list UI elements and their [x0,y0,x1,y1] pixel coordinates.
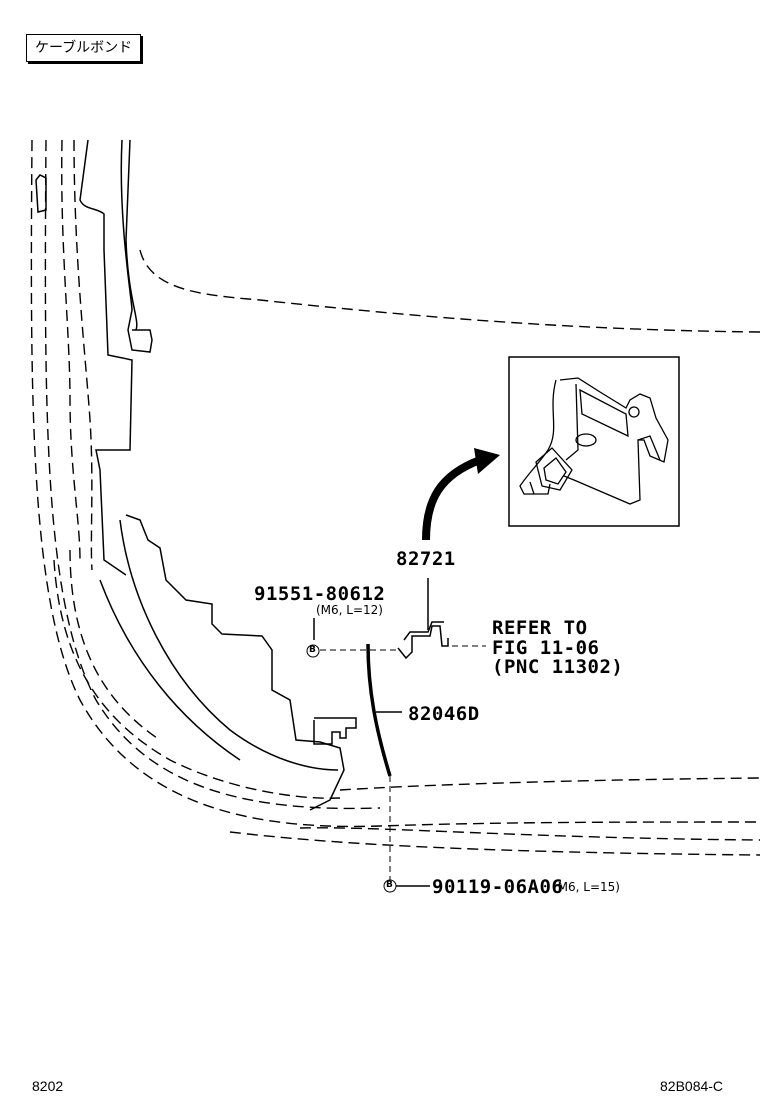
sill-line-3 [229,831,760,856]
part-spec-screw: (M6, L=15) [553,880,620,894]
sill-line-2 [299,827,760,841]
pillar-inner [79,139,133,576]
pillar-dash-1 [61,139,81,561]
sill-line-1 [339,777,760,791]
refer-line-1: REFER TO [492,617,588,639]
fastener-marker-2 [383,879,397,893]
part-label-screw: 90119-06A06 [432,876,564,898]
part-label-82721: 82721 [396,548,456,570]
outer-curve-3 [53,559,341,799]
part-label-82046d: 82046D [408,703,480,725]
cable-terminal-2 [403,621,444,641]
pillar-edge [120,139,153,353]
title-text: ケーブルボンド [35,40,133,56]
pillar-edge-3 [125,139,138,331]
bond-cable [366,643,392,777]
outer-curve-1 [30,139,760,828]
wheelhouse-inner-2 [99,579,241,761]
hinge-bracket [313,717,357,745]
footer-left-code: 8202 [32,1078,64,1094]
outer-curve-2 [44,139,381,810]
marker-letter-1: B [309,645,316,655]
left-clip [35,174,47,213]
detail-arrow-head [474,448,500,474]
part-label-bolt: 91551-80612 [254,583,386,605]
title-label-box: ケーブルボンド [26,34,142,62]
wheelhouse-edge [125,514,345,811]
outer-curve-4 [69,549,161,741]
detail-arrow-shaft [422,456,482,541]
part-spec-bolt: (M6, L=12) [316,603,383,617]
wheelhouse-inner [119,519,339,771]
refer-line-2: FIG 11-06 [492,637,600,659]
fastener-marker-1 [306,644,320,658]
refer-line-3: (PNC 11302) [492,656,624,678]
footer-right-code: 82B084-C [660,1078,724,1094]
detail-bracket-drawing [519,377,669,505]
roof-outline [139,249,760,333]
cable-terminal [397,625,449,660]
pillar-dash-2 [73,139,93,571]
marker-letter-2: B [386,880,393,890]
detail-inset-box [508,356,680,527]
